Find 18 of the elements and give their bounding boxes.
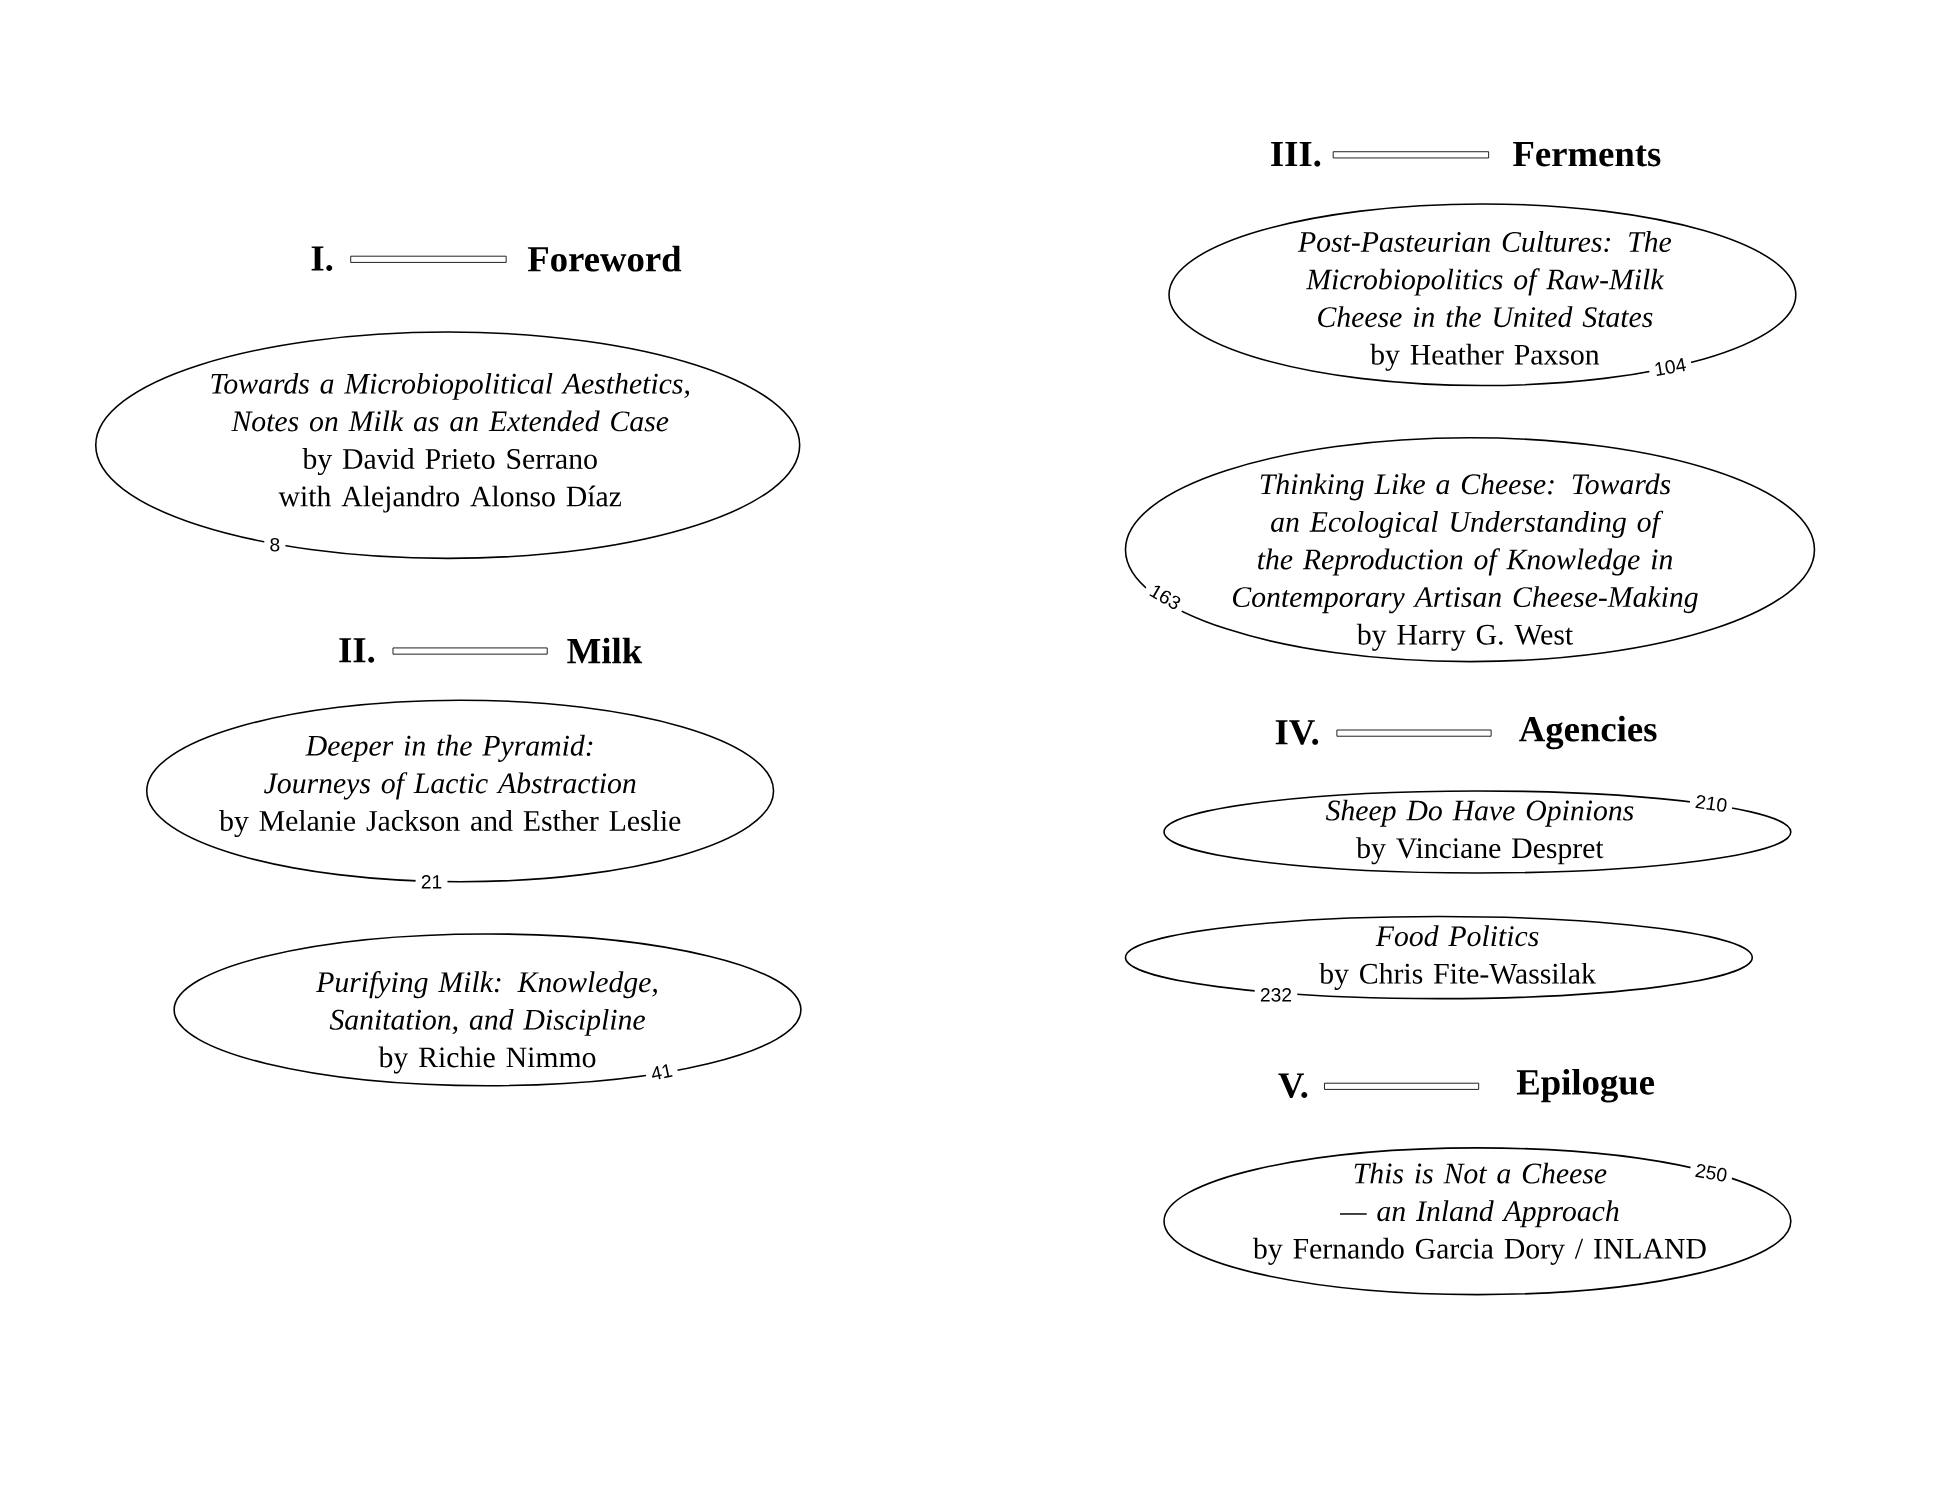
page-number: 104 bbox=[1647, 351, 1694, 383]
section-number: III. bbox=[1271, 142, 1321, 167]
page-number: 210 bbox=[1688, 788, 1734, 819]
section-number: I. bbox=[311, 246, 333, 272]
page-number: 21 bbox=[415, 869, 448, 894]
section-number: IV. bbox=[1275, 720, 1319, 745]
section-title: Agencies bbox=[1519, 715, 1657, 750]
section-title: Foreword bbox=[527, 245, 682, 272]
page-number: 250 bbox=[1688, 1157, 1735, 1189]
section-title: Ferments bbox=[1513, 142, 1661, 167]
page-number: 232 bbox=[1254, 982, 1298, 1008]
section-title: Epilogue bbox=[1516, 1069, 1655, 1103]
section-number: V. bbox=[1278, 1073, 1308, 1099]
page-number: 163 bbox=[1140, 575, 1190, 619]
page-number: 8 bbox=[264, 532, 286, 557]
section-title: Milk bbox=[567, 637, 643, 664]
page-number: 41 bbox=[643, 1057, 680, 1087]
section-number: II. bbox=[339, 638, 375, 663]
